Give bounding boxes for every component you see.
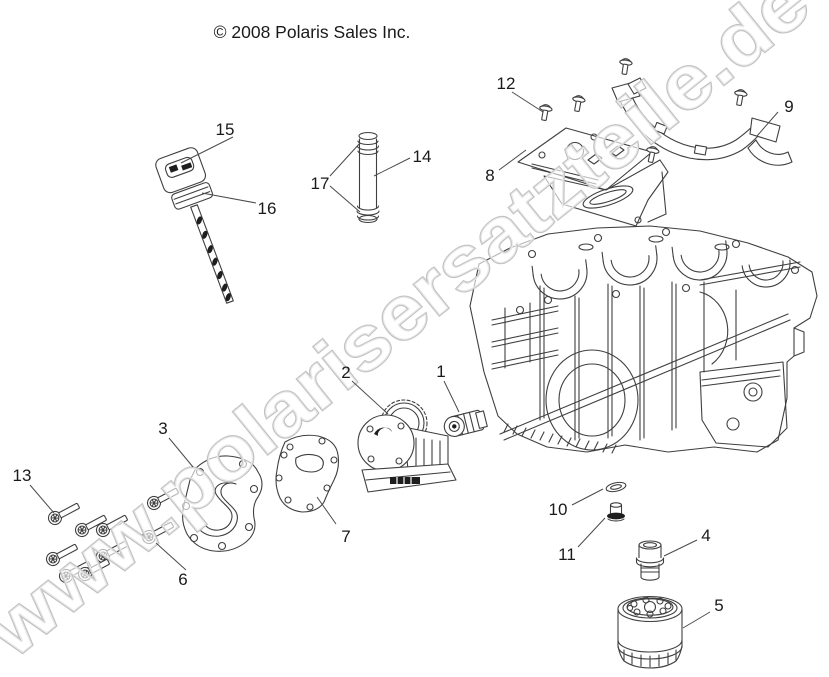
callout-labels: 1 2 3 4 5 6 7 8 9 10 11 12 13 14 15 16 1…: [13, 74, 794, 615]
copyright-text: © 2008 Polaris Sales Inc.: [214, 22, 411, 42]
leader-7: [316, 496, 337, 525]
callout-12: 12: [497, 74, 516, 93]
oil-filter-drawing: [617, 595, 683, 669]
leader-14: [373, 157, 411, 177]
leader-4: [663, 539, 698, 557]
leader-11: [577, 517, 606, 548]
callout-15: 15: [216, 120, 235, 139]
oil-fitting-drawing: [443, 409, 488, 437]
mounting-bolts-drawing: [45, 487, 179, 584]
callout-14: 14: [413, 147, 432, 166]
callout-17: 17: [311, 174, 330, 193]
oil-tube-drawing: [356, 131, 380, 224]
leader-1: [443, 380, 460, 413]
leader-17b: [329, 185, 361, 213]
leader-12: [511, 91, 544, 113]
dipstick-drawing: [155, 147, 234, 304]
heat-shield-bracket-drawing: [611, 77, 793, 166]
callout-5: 5: [714, 596, 723, 615]
leader-9: [756, 111, 779, 137]
leader-10: [571, 488, 604, 506]
leader-17a: [329, 142, 361, 177]
gasket-drawing: [275, 434, 340, 513]
callout-3: 3: [158, 419, 167, 438]
leader-lines: [29, 91, 779, 629]
callout-10: 10: [549, 500, 568, 519]
callout-6: 6: [178, 570, 187, 589]
sealing-washer-drawing: [605, 481, 627, 493]
callout-13: 13: [13, 466, 32, 485]
filter-nipple-drawing: [635, 540, 665, 581]
callout-16: 16: [258, 199, 277, 218]
callout-2: 2: [341, 363, 350, 382]
bracket-plate-drawing: [517, 127, 669, 227]
screws-drawing: [539, 58, 748, 163]
callout-1: 1: [436, 362, 445, 381]
leader-2: [351, 380, 389, 415]
leader-15: [180, 136, 234, 164]
leader-5: [682, 611, 711, 629]
oil-pump-drawing: [357, 399, 457, 493]
callout-4: 4: [701, 526, 710, 545]
leader-6: [155, 542, 187, 571]
leader-16: [201, 192, 257, 204]
callout-7: 7: [341, 527, 350, 546]
leader-3: [168, 437, 194, 468]
engine-block-drawing: [469, 225, 818, 454]
pump-cover-drawing: [181, 455, 263, 552]
drain-plug-drawing: [607, 502, 625, 522]
leader-8: [498, 149, 527, 171]
leader-13: [29, 484, 55, 514]
callout-9: 9: [784, 97, 793, 116]
callout-8: 8: [485, 166, 494, 185]
callout-11: 11: [558, 545, 576, 564]
